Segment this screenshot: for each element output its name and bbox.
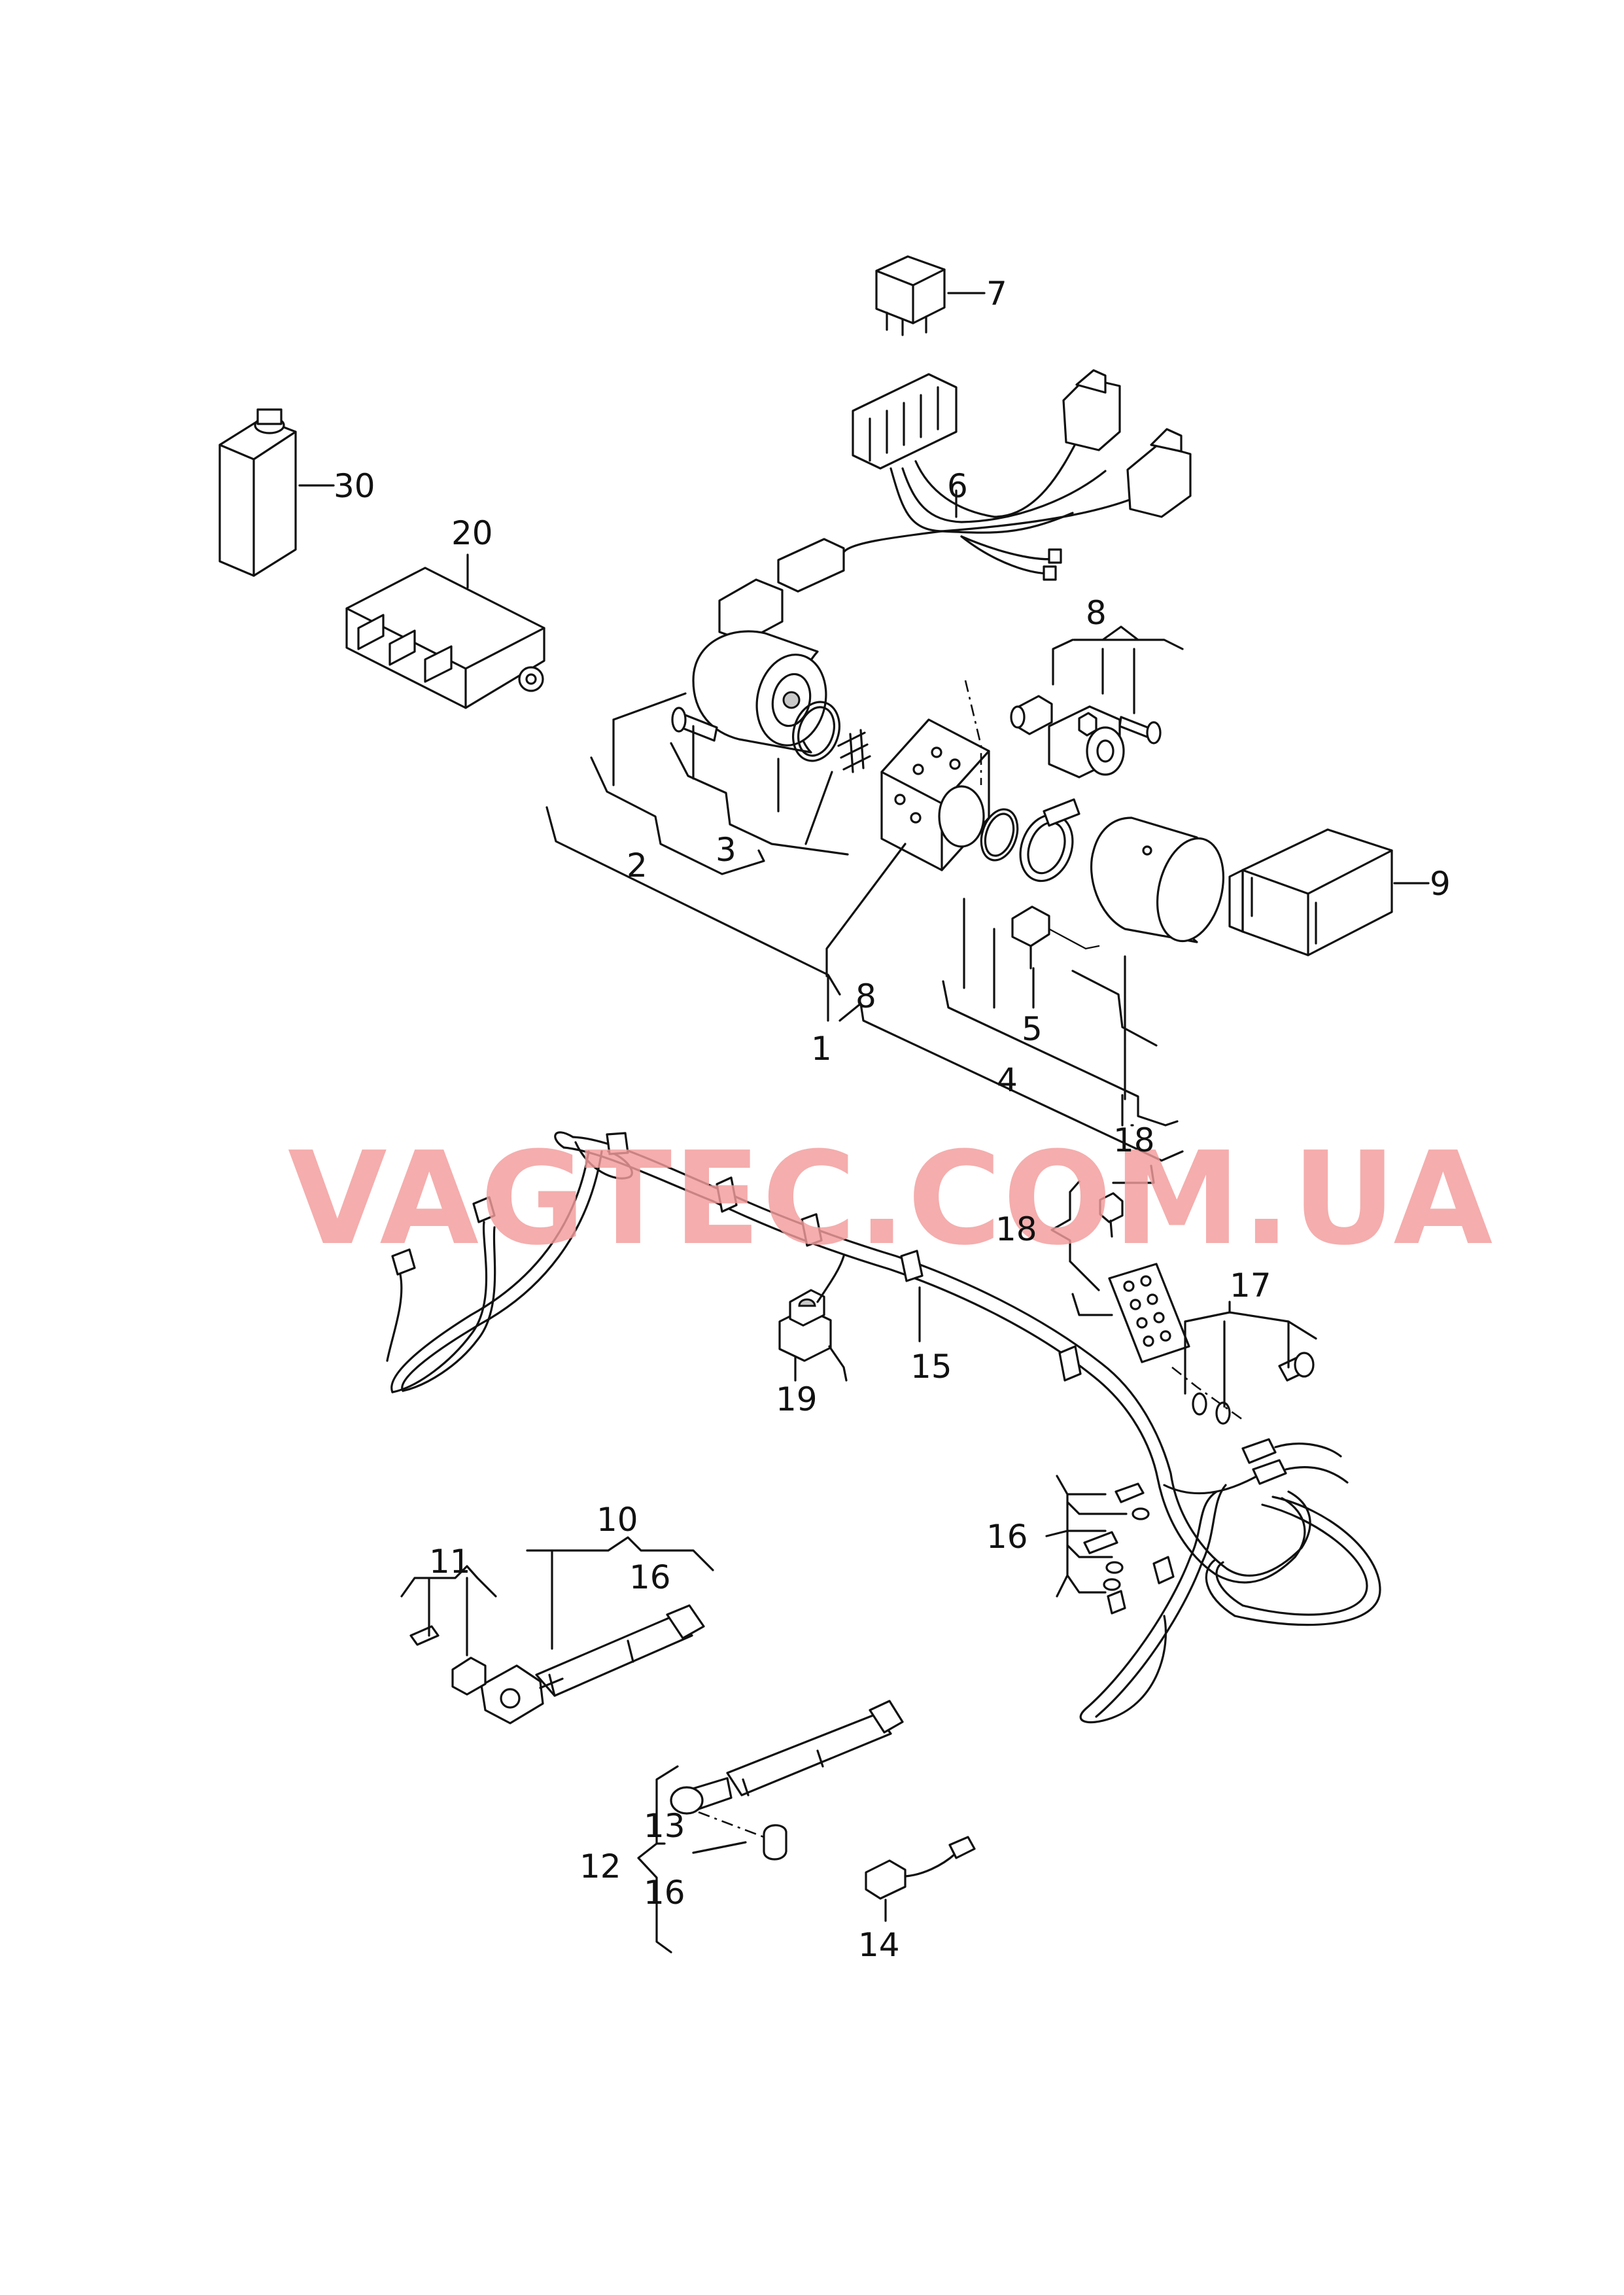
callout-14: 14 — [858, 1926, 900, 1964]
callout-9: 9 — [1430, 865, 1451, 903]
callout-16-mid: 16 — [629, 1558, 671, 1596]
line-bracket-part — [778, 1255, 848, 1382]
mounting-plate-part — [1050, 1124, 1190, 1363]
callout-8-upper: 8 — [1086, 594, 1107, 632]
wiring-harness-part — [777, 369, 1192, 593]
callout-30: 30 — [334, 467, 375, 505]
callout-7: 7 — [986, 275, 1007, 313]
gas-strut-part — [400, 1536, 714, 1725]
callout-1: 1 — [811, 1030, 832, 1068]
callout-11: 11 — [429, 1543, 471, 1581]
relay-part — [875, 255, 986, 336]
callout-12: 12 — [579, 1848, 621, 1885]
callout-13: 13 — [644, 1807, 685, 1845]
callout-10: 10 — [596, 1501, 638, 1539]
callout-8-lower: 8 — [855, 977, 876, 1015]
callout-15: 15 — [910, 1348, 952, 1386]
sensor-part — [865, 1836, 976, 1922]
callout-16-lower: 16 — [644, 1874, 685, 1912]
hydraulic-line-part — [386, 1131, 1381, 1724]
gas-strut-part-2 — [637, 1700, 904, 1953]
callout-17: 17 — [1230, 1267, 1271, 1305]
callout-2: 2 — [627, 847, 648, 885]
control-unit-part — [345, 553, 545, 709]
watermark: VAGTEC.COM.UA — [288, 1125, 1494, 1274]
callout-bracket-lines — [545, 625, 1184, 1162]
callout-20: 20 — [451, 514, 493, 552]
fitting-part — [1171, 1301, 1317, 1425]
callout-19: 19 — [776, 1380, 818, 1418]
callout-3: 3 — [716, 831, 736, 869]
seal-kit-part — [1045, 1475, 1150, 1598]
hydraulic-pump-part — [671, 578, 1225, 970]
cover-part — [1228, 828, 1430, 956]
callout-18-lower: 18 — [995, 1210, 1037, 1248]
callout-16-right: 16 — [986, 1518, 1028, 1556]
callout-18-upper: 18 — [1113, 1121, 1155, 1159]
callout-labels: 30 20 7 6 8 9 3 2 5 8 1 4 18 18 17 15 19… — [334, 275, 1451, 1964]
fluid-canister-part — [218, 408, 335, 577]
callout-6: 6 — [947, 467, 968, 505]
callout-5: 5 — [1022, 1010, 1043, 1048]
solenoid-valve-part — [964, 680, 1162, 785]
callout-4: 4 — [997, 1061, 1018, 1099]
